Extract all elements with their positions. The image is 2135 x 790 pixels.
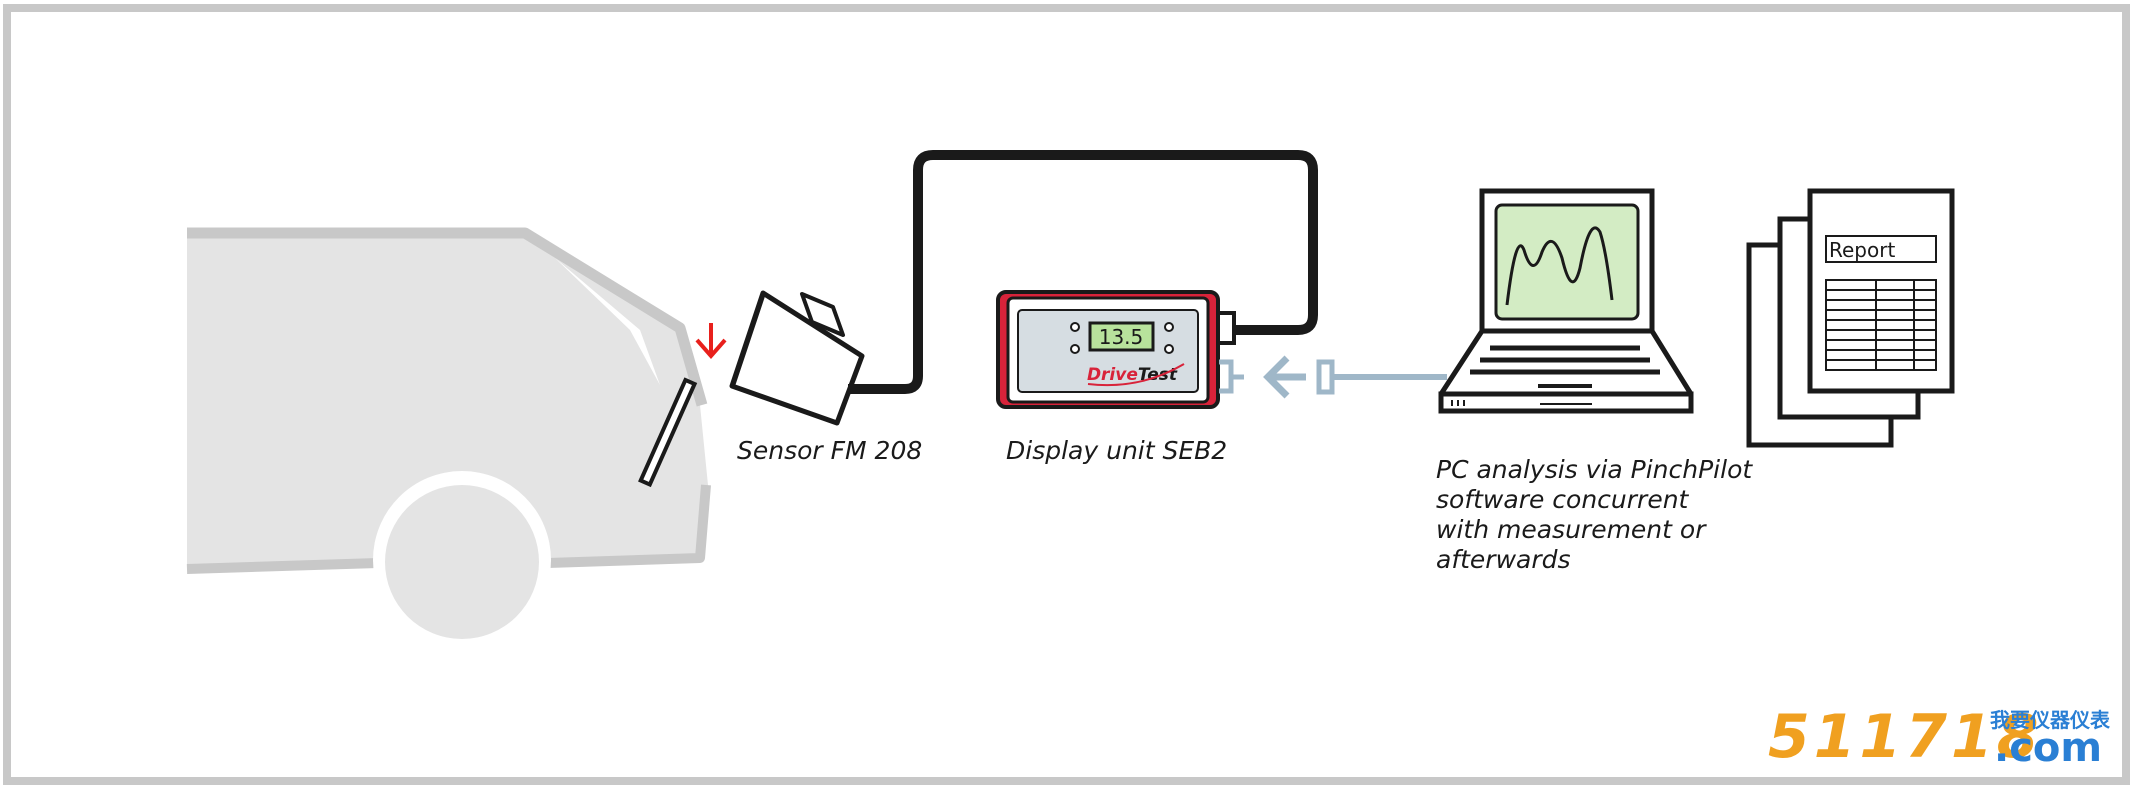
data-transfer-connector	[1219, 355, 1447, 399]
car-wheel	[385, 485, 539, 639]
watermark-chinese: 我要仪器仪表	[1990, 708, 2110, 732]
label-sensor: Sensor FM 208	[737, 436, 923, 465]
sensor-cable	[848, 150, 1318, 394]
report-table	[1825, 279, 1937, 371]
device-brand-swoosh	[1087, 363, 1185, 387]
device-readout: 13.5	[1099, 325, 1144, 349]
device-button	[1070, 322, 1080, 332]
label-display-unit: Display unit SEB2	[1006, 436, 1228, 465]
display-unit-seb2: 13.5 DriveTest	[996, 290, 1236, 409]
car-silhouette	[186, 227, 711, 649]
car-front-outline	[547, 484, 711, 568]
label-pc-line: software concurrent	[1436, 485, 1689, 514]
connector-plug	[1219, 359, 1234, 394]
device-button	[1070, 344, 1080, 354]
pinch-arrow-icon	[695, 323, 727, 360]
watermark-number: 511718	[1768, 702, 2043, 772]
car-rear-outline	[186, 558, 379, 574]
watermark-domain: .com	[1994, 725, 2103, 771]
label-pc-line: with measurement or	[1436, 515, 1706, 544]
laptop-base-front	[1438, 391, 1694, 414]
device-brand: DriveTest	[1087, 365, 1178, 385]
connector-plug-pc	[1316, 359, 1335, 395]
laptop-graph-curve	[1505, 226, 1614, 306]
sensor-fm208-icon	[638, 290, 865, 488]
car-roof-outline	[187, 227, 708, 407]
device-lcd	[1088, 321, 1155, 352]
label-pc-analysis: PC analysis via PinchPilot software conc…	[1436, 455, 1752, 575]
laptop-icon	[1438, 188, 1694, 414]
device-button	[1164, 344, 1174, 354]
frame-border	[3, 4, 2130, 785]
label-pc-line: afterwards	[1436, 545, 1571, 574]
report-title-box	[1825, 235, 1937, 263]
device-button	[1164, 322, 1174, 332]
report-title: Report	[1829, 238, 1895, 262]
sensor-handle	[800, 292, 845, 337]
device-brand-drive: Drive	[1087, 365, 1138, 385]
device-brand-test: Test	[1138, 365, 1178, 385]
report-stack-icon: Report	[1746, 188, 1955, 448]
car-body	[187, 228, 708, 566]
laptop-screen	[1494, 203, 1640, 321]
label-pc-line: PC analysis via PinchPilot	[1436, 455, 1753, 484]
sensor-rod	[638, 377, 698, 488]
sensor-body	[729, 290, 865, 426]
